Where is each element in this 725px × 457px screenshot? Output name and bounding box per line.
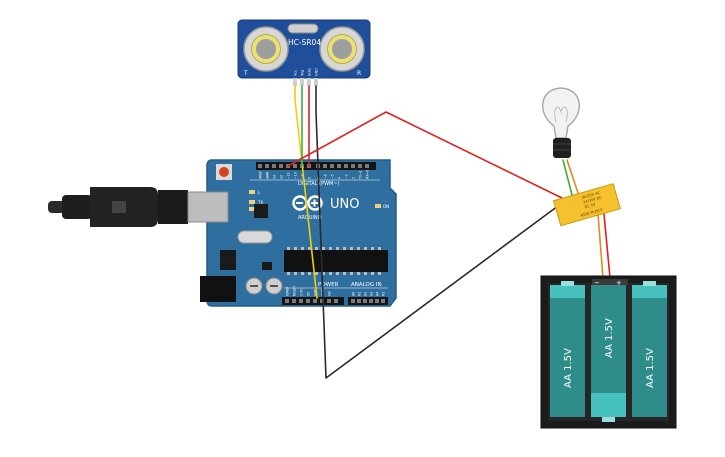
analog-pin-label: A5 — [382, 292, 386, 296]
digital-pin-label: ~3 — [345, 174, 349, 179]
relay-rating-1: 3A/250 AC — [581, 191, 601, 200]
sensor-crystal — [287, 23, 319, 34]
analog-pin-label: A2 — [364, 292, 368, 296]
power-pin-label: RESET — [293, 286, 297, 296]
relay-rating-3: DC 5V — [584, 202, 596, 209]
sensor-pin-label: Vcc — [294, 70, 298, 76]
bulb-filament — [554, 106, 568, 123]
bottom-header-pins — [285, 299, 385, 303]
battery-cell-3-label: AA 1.5V — [645, 348, 656, 388]
analog-pin-label: A1 — [358, 292, 362, 296]
power-label: POWER — [318, 282, 339, 288]
smd-component — [262, 262, 272, 270]
battery-cell-2: AA 1.5V — [591, 285, 626, 422]
sensor-pin-label: Echo — [308, 68, 312, 76]
transmitter-core — [256, 39, 276, 59]
wires — [287, 85, 611, 379]
digital-pin-label: 13 — [273, 175, 277, 179]
analog-label: ANALOG IN — [351, 282, 382, 288]
led-l-label: L — [258, 190, 261, 195]
sensor-model-label: HC-SR04 — [288, 38, 321, 47]
usb-b-connector — [187, 191, 229, 223]
analog-pin-label: A3 — [370, 292, 374, 296]
digital-pin-label: ~6 — [324, 174, 328, 179]
usb-cable-tail — [48, 201, 66, 213]
relay-model: KS2E-M-DC5 — [580, 208, 603, 218]
digital-pin-label: ~10 — [294, 172, 298, 179]
light-bulb — [541, 87, 581, 158]
wire-relay-to-battery-red — [603, 213, 611, 279]
battery-cell-3: AA 1.5V — [632, 281, 667, 417]
usb-chip — [254, 204, 268, 218]
relay-rating-2: 3A/30V DC — [583, 195, 603, 204]
relay-body — [552, 183, 621, 227]
digital-pin-label: 2 — [352, 177, 356, 179]
sensor-pin-label: GND — [315, 68, 319, 76]
led-tx — [249, 200, 255, 204]
analog-pin-label: A0 — [352, 292, 356, 296]
atmega-chip — [284, 250, 388, 272]
power-pin-label: IOREF — [286, 286, 290, 296]
led-l — [249, 190, 255, 194]
led-on-label: ON — [383, 204, 389, 209]
power-pin-label: 3.3V — [300, 288, 304, 296]
reset-button[interactable] — [219, 167, 229, 177]
power-pin-label: Vin — [328, 291, 332, 296]
receiver-core — [332, 39, 352, 59]
sensor-mark-t: T — [243, 70, 248, 77]
wire-bulb-orange — [566, 159, 579, 194]
analog-header — [348, 297, 388, 305]
led-rx — [249, 207, 255, 211]
chip-pins-top — [287, 247, 381, 250]
digital-pin-label: ~9 — [301, 174, 305, 179]
digital-pin-label: 8 — [308, 177, 312, 179]
wire-relay-to-battery-orange — [597, 213, 604, 279]
battery-cell-1: AA 1.5V — [550, 281, 585, 417]
brand-label: ARDUINO — [298, 215, 322, 221]
digital-pin-label: 12 — [280, 175, 284, 179]
battery-cell-1-label: AA 1.5V — [563, 348, 574, 388]
wire-vcc-to-5v — [294, 85, 318, 299]
digital-pin-label: ~11 — [287, 172, 291, 179]
battery-terminal-bar — [592, 279, 628, 285]
sensor-pin-label: Trig — [301, 70, 305, 77]
analog-pin-label: A4 — [376, 292, 380, 296]
usb-icon — [112, 201, 126, 213]
power-pin-label: GND — [314, 288, 318, 296]
wire-gnd-to-relay — [315, 85, 563, 379]
relay-module: 3A/250 AC 3A/30V DC DC 5V KS2E-M-DC5 — [552, 183, 621, 227]
battery-cell-2-label: AA 1.5V — [604, 318, 615, 358]
battery-plus: + — [616, 279, 622, 287]
battery-pack: − + AA 1.5V AA 1.5V AA 1.5V — [540, 275, 677, 429]
battery-minus: − — [594, 279, 600, 287]
digital-pin-label: GND — [266, 171, 270, 179]
power-pin-label: 5V — [307, 291, 311, 296]
chip-pins-bottom — [287, 272, 381, 275]
voltage-regulator — [220, 250, 236, 270]
model-label: UNO — [330, 197, 359, 212]
sensor-mark-r: R — [357, 70, 361, 77]
wire-signal-to-relay — [287, 111, 563, 199]
bulb-socket — [553, 138, 571, 158]
led-on — [375, 204, 381, 208]
digital-pin-label: RX←0 — [366, 170, 370, 179]
crystal-oscillator — [237, 230, 273, 244]
sensor-pins — [293, 78, 318, 86]
digital-pin-label: AREF — [259, 171, 263, 179]
usb-plug-collar — [158, 190, 188, 224]
digital-pin-label: ~5 — [331, 174, 335, 179]
digital-pin-label: TX→1 — [359, 170, 363, 180]
led-tx-label: TX — [257, 200, 263, 205]
usb-strain-relief — [62, 195, 92, 219]
power-jack — [200, 276, 236, 302]
digital-pin-label: 4 — [338, 177, 342, 179]
wire-bulb-green — [562, 159, 573, 196]
